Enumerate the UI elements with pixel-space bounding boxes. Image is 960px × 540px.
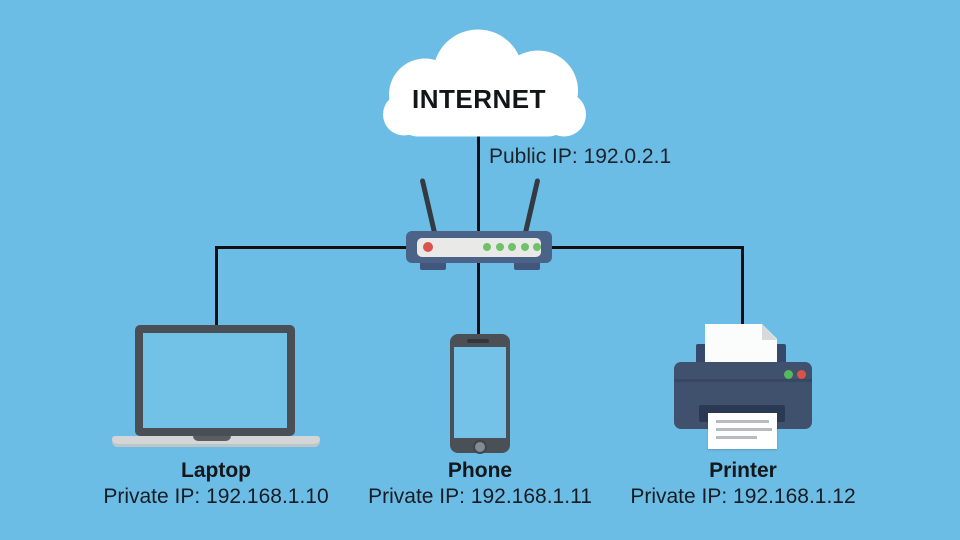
phone-home-button — [473, 440, 487, 454]
internet-label: INTERNET — [412, 84, 546, 114]
phone-name-label: Phone — [447, 459, 513, 482]
wire-router-to-phone — [477, 262, 480, 340]
router-led-green — [533, 243, 541, 251]
laptop-name-label: Laptop — [181, 459, 251, 482]
printed-text-line — [716, 428, 772, 431]
wire-router-to-printer-vertical — [741, 246, 744, 326]
printer-private-ip-label: Private IP: 192.168.1.12 — [630, 485, 856, 508]
router-antenna-left-icon — [419, 177, 438, 238]
wire-internet-to-router — [477, 128, 480, 235]
wire-router-to-printer-horizontal — [551, 246, 744, 249]
router-front-panel — [417, 238, 541, 257]
printer-lid-seam — [674, 379, 812, 382]
wire-router-to-laptop-horizontal — [216, 246, 411, 249]
laptop-base-notch — [193, 436, 231, 441]
router-antenna-right-icon — [522, 177, 541, 238]
phone-private-ip-label: Private IP: 192.168.1.11 — [368, 485, 592, 508]
internet-cloud-icon — [383, 29, 586, 137]
router-led-green — [508, 243, 516, 251]
laptop-base — [112, 436, 320, 447]
router-led-green — [496, 243, 504, 251]
printer-output-page — [708, 413, 777, 449]
printed-text-line — [716, 436, 757, 439]
printer-name-label: Printer — [709, 459, 777, 482]
router-led-green — [521, 243, 529, 251]
phone-speaker — [467, 339, 489, 343]
phone-screen — [454, 347, 506, 438]
laptop-private-ip-label: Private IP: 192.168.1.10 — [103, 485, 329, 508]
wire-router-to-laptop-vertical — [215, 246, 218, 328]
public-ip-label: Public IP: 192.0.2.1 — [489, 145, 672, 168]
router-led-green — [483, 243, 491, 251]
laptop-screen — [135, 325, 295, 436]
printed-text-line — [716, 420, 769, 423]
router-led-red — [423, 242, 433, 252]
printer-led-red — [797, 370, 806, 379]
printer-led-green — [784, 370, 793, 379]
